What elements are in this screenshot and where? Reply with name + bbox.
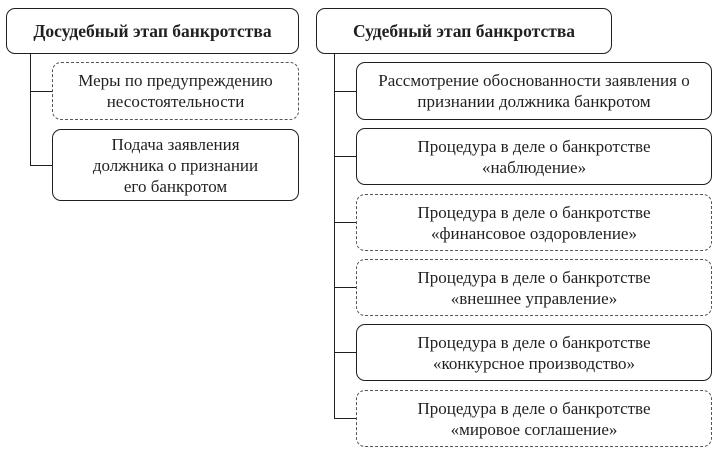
pretrial-stage-header: Досудебный этап банкротства [6,8,299,54]
judicial-item-settlement: Процедура в деле о банкротстве «мировое … [356,390,712,447]
judicial-connector-6 [334,418,356,420]
judicial-stage-header: Судебный этап банкротства [316,8,612,54]
judicial-item-external-management: Процедура в деле о банкротстве «внешнее … [356,259,712,316]
judicial-item-bankruptcy-proceedings: Процедура в деле о банкротстве «конкурсн… [356,324,712,381]
judicial-connector-1 [334,91,356,93]
judicial-connector-trunk [334,54,336,419]
pretrial-item-prevention: Меры по предупреждению несостоятельности [52,62,299,120]
judicial-connector-4 [334,287,356,289]
judicial-connector-2 [334,156,356,158]
pretrial-connector-2 [30,165,52,167]
judicial-item-supervision: Процедура в деле о банкротстве «наблюден… [356,128,712,185]
judicial-item-financial-recovery: Процедура в деле о банкротстве «финансов… [356,194,712,251]
pretrial-connector-trunk [30,54,32,166]
judicial-connector-3 [334,222,356,224]
judicial-item-petition-review: Рассмотрение обоснованности заявления о … [356,62,712,120]
judicial-connector-5 [334,352,356,354]
pretrial-connector-1 [30,91,52,93]
pretrial-item-debtor-petition: Подача заявления должника о признании ег… [52,129,299,201]
